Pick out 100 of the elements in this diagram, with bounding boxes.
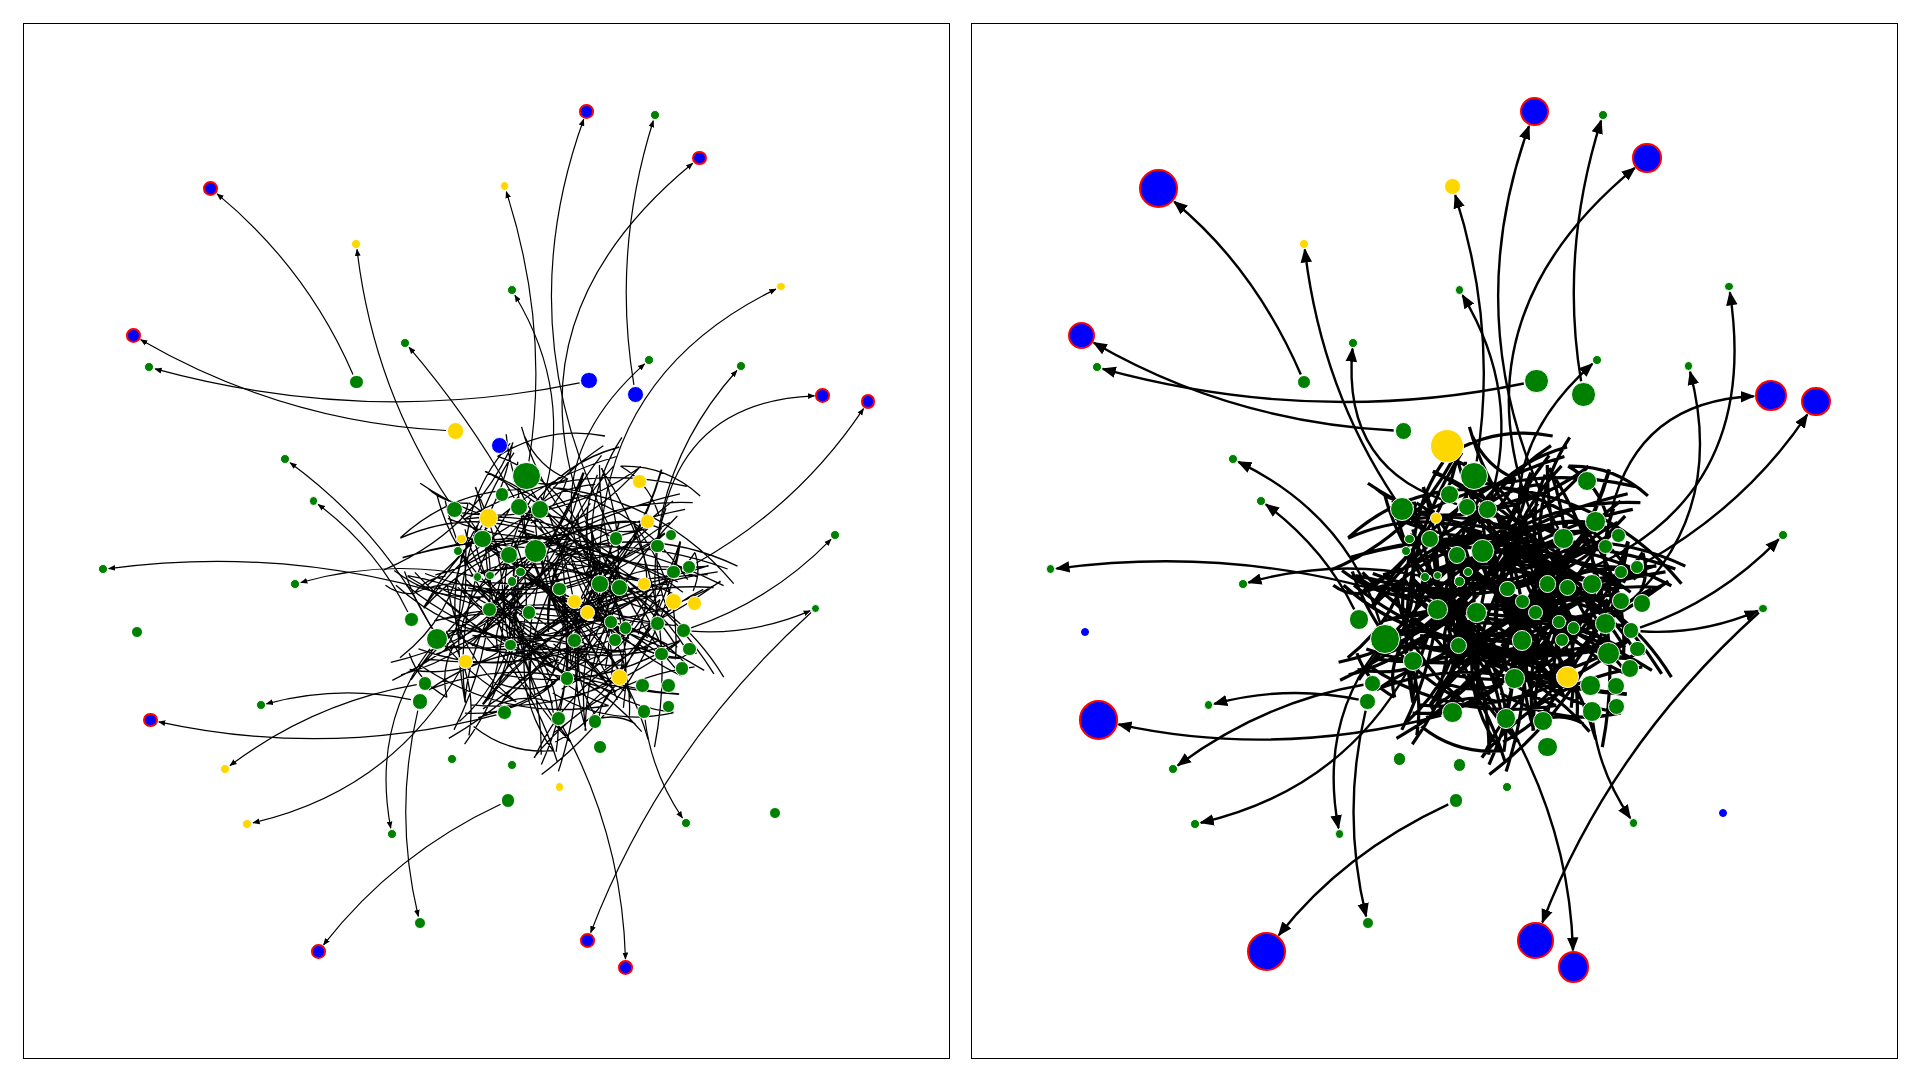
node-circle [400,337,411,348]
arrow [1497,124,1560,530]
arrow [265,692,412,706]
arrow [252,667,462,824]
node-circle [579,104,594,119]
node-circle [1359,693,1376,710]
node-circle [1443,177,1461,195]
node-circle [644,355,654,365]
node-circle [1452,758,1467,773]
node-circle [636,704,652,719]
node-circle [580,372,598,390]
node-circle [592,739,608,755]
node-circle [1078,700,1118,740]
arrow [1101,366,1524,404]
node-circle [1462,566,1474,578]
node-circle [587,713,603,729]
node-circle [1454,285,1465,296]
node-circle [255,700,266,711]
node-circle [735,361,746,371]
node-circle [650,538,665,554]
node-circle [1777,530,1788,540]
arrow [1510,728,1579,952]
node-circle [662,700,675,713]
node-circle [1571,382,1596,407]
node-circle [280,454,291,465]
arrow [300,567,473,584]
arrow [154,367,581,403]
node-circle [1754,379,1787,412]
graph-panel [23,23,951,1060]
arrow [1453,193,1485,462]
node-circle [691,150,707,166]
node-circle [1067,322,1095,349]
node-circle [768,806,782,820]
arrow [514,294,555,501]
node-circle [1607,676,1626,695]
arrow [1461,294,1503,500]
node-circle [640,514,656,529]
node-circle [1203,700,1214,711]
node-circle [1524,368,1549,394]
node-circle [1683,361,1694,371]
node-circle [220,764,231,774]
arrow [690,538,832,629]
node-circle [664,528,678,542]
arrow [1176,683,1364,767]
node-circle [1718,808,1728,818]
node-circle [1758,603,1769,614]
arrow [405,710,420,917]
node-circle [457,653,473,669]
arrow [1639,538,1780,629]
arrow [1173,200,1302,375]
arrow [229,684,418,767]
node-circle [499,181,510,191]
node-circle [203,181,218,196]
node-circle [1364,674,1381,692]
arrow [505,191,537,462]
node-circle [551,711,566,727]
arrow [385,648,431,829]
arrow [691,610,811,633]
node-circle [1348,609,1370,630]
arrow [561,725,629,960]
node-circle [1080,627,1090,637]
node-circle [815,388,831,403]
node-circle [1246,931,1286,971]
node-circle [650,615,665,631]
node-circle [635,678,651,694]
arrow [289,462,433,629]
node-circle [580,933,596,948]
node-circle [1580,675,1601,696]
node-circle [143,712,158,728]
node-circle [413,917,427,930]
node-circle [411,693,429,710]
node-circle [1448,793,1464,809]
node-circle [1454,576,1465,587]
node-circle [674,661,690,676]
arrow [1117,714,1442,741]
node-circle [1517,922,1554,959]
node-circle [1591,355,1602,365]
arrow [1092,341,1394,432]
arrow [1237,460,1382,625]
node-circle [860,394,876,409]
arrow [590,611,812,934]
arrow [1277,803,1449,937]
node-circle [1237,579,1248,589]
node-circle [680,817,691,828]
arrow [1541,611,1760,924]
node-circle [1256,495,1267,506]
node-circle [144,362,155,373]
node-circle [404,612,419,627]
node-circle [1369,624,1400,655]
node-circle [1537,736,1558,758]
node-circle [1519,96,1549,127]
node-circle [478,508,499,528]
node-circle [311,944,326,959]
node-circle [554,782,565,793]
node-circle [1502,782,1513,793]
graph-panel [971,23,1898,1060]
node-circle [446,754,457,765]
node-circle [1092,362,1102,373]
node-circle [1296,374,1312,390]
node-circle [97,564,108,575]
